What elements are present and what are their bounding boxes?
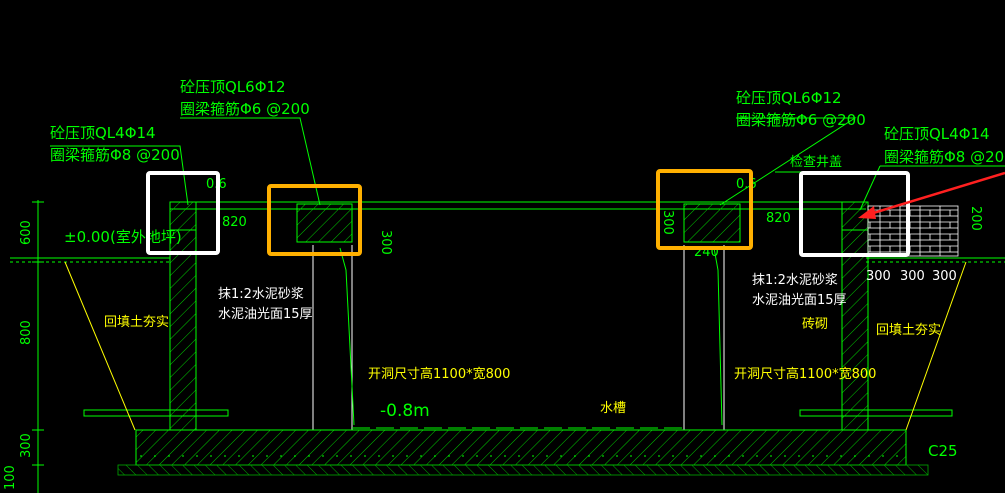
- label-level-zero: ±0.00(室外地坪): [64, 228, 182, 246]
- label-leaders: [50, 117, 1005, 211]
- highlight-box-orange-left: [267, 184, 362, 256]
- label-backfill-right: 回填土夯实: [876, 323, 941, 338]
- label-concrete-grade: C25: [928, 442, 958, 460]
- left-dimension-line: [32, 200, 44, 493]
- dim-300-a: 300: [866, 269, 891, 284]
- dim-300-left: 300: [378, 230, 393, 255]
- brick-stack: [867, 205, 959, 257]
- ground-surface-right: [866, 257, 1005, 263]
- inner-wall-left: [312, 245, 353, 430]
- cover-slab: [170, 201, 866, 210]
- footing-left: [83, 409, 229, 417]
- ring-beam-left-inner: [296, 203, 353, 243]
- label-ql6-left: 砼压顶QL6Φ12: [180, 78, 286, 96]
- label-ql6-right: 砼压顶QL6Φ12: [736, 89, 842, 107]
- label-mortar-left-1: 抹1:2水泥砂浆: [218, 287, 304, 302]
- dim-300-right: 300: [660, 210, 675, 235]
- label-stirrup-phi8-left: 圈梁箍筋Φ8 @200: [50, 146, 180, 164]
- highlight-box-white-right: [799, 171, 910, 257]
- label-level-minus: -0.8m: [380, 401, 430, 421]
- highlight-box-orange-right: [656, 169, 753, 250]
- label-opening-right: 开洞尺寸高1100*宽800: [734, 366, 876, 382]
- footing-right: [799, 409, 953, 417]
- label-mortar-right-2: 水泥油光面15厚: [752, 293, 847, 308]
- highlight-box-white-left: [146, 171, 220, 255]
- dim-left-800: 800: [19, 320, 34, 345]
- backfill-slope-right: [905, 261, 967, 431]
- dim-300-c: 300: [932, 269, 957, 284]
- label-stirrup-phi8-right: 圈梁箍筋Φ8 @200: [884, 148, 1005, 166]
- dim-0-6-right: 0.6: [736, 177, 757, 192]
- label-stirrup-phi6-left: 圈梁箍筋Φ6 @200: [180, 100, 310, 118]
- dim-left-300: 300: [19, 433, 34, 458]
- earth-below: [117, 464, 929, 476]
- dim-left-100: 100: [3, 465, 18, 490]
- red-arrow: [858, 171, 1005, 219]
- dim-300-b: 300: [900, 269, 925, 284]
- label-brick: 砖砌: [802, 317, 828, 332]
- label-mortar-right-1: 抹1:2水泥砂浆: [752, 273, 838, 288]
- dim-820-left: 820: [222, 215, 247, 230]
- opening-line-right: [713, 247, 723, 426]
- ring-beam-right-inner: [683, 203, 741, 243]
- dim-left-600: 600: [19, 220, 34, 245]
- label-water-tank: 水槽: [600, 401, 626, 416]
- ring-beam-left-outer: [169, 201, 197, 231]
- ground-surface-left: [10, 257, 170, 263]
- label-ql4-left: 砼压顶QL4Φ14: [50, 124, 156, 142]
- label-opening-left: 开洞尺寸高1100*宽800: [368, 366, 510, 382]
- dim-200-right: 200: [968, 206, 983, 231]
- base-slab: [135, 429, 907, 466]
- label-ql4-right: 砼压顶QL4Φ14: [884, 125, 990, 143]
- label-stirrup-phi6-right: 圈梁箍筋Φ6 @200: [736, 111, 866, 129]
- label-inspection-cover: 检查井盖: [790, 155, 842, 170]
- right-outer-wall: [841, 229, 869, 431]
- left-outer-wall: [169, 229, 197, 431]
- backfill-slope-left: [64, 261, 136, 431]
- dim-820-right: 820: [766, 211, 791, 226]
- label-backfill-left: 回填土夯实: [104, 315, 169, 330]
- label-mortar-left-2: 水泥油光面15厚: [218, 307, 313, 322]
- inner-wall-right: [683, 245, 725, 430]
